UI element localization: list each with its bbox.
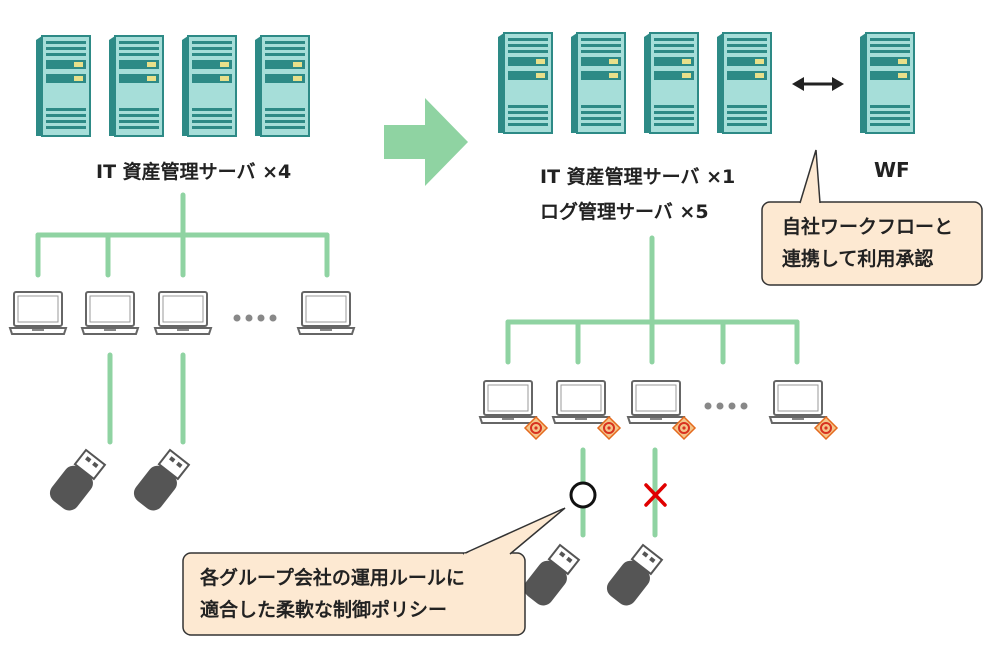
server-icon: [35, 35, 91, 137]
callout-policy-line2: 適合した柔軟な制御ポリシー: [200, 599, 448, 621]
blocked-mark-icon: [644, 483, 667, 507]
callout-policy: [182, 507, 566, 636]
laptop-icon: [154, 291, 212, 335]
transition-arrow: [384, 98, 468, 186]
double-arrow-icon: [792, 77, 844, 91]
laptop-icon: [552, 380, 610, 424]
callout-policy-line1: 各グループ会社の運用ルールに: [200, 567, 465, 589]
callout-workflow-line1: 自社ワークフローと: [782, 216, 954, 238]
ellipsis-dots: [704, 402, 748, 410]
after-server-label-2: ログ管理サーバ ×5: [540, 201, 709, 223]
usb-stick-icon: [518, 541, 584, 611]
server-icon: [643, 32, 699, 134]
ellipsis-dots: [233, 314, 277, 322]
laptop-icon: [9, 291, 67, 335]
callout-workflow: [761, 149, 983, 286]
usb-stick-icon: [128, 446, 194, 516]
server-icon: [570, 32, 626, 134]
usb-stick-icon: [44, 446, 110, 516]
wf-label: WF: [874, 158, 910, 182]
network-lines-after: [505, 235, 800, 538]
laptop-icon: [297, 291, 355, 335]
laptop-icon: [81, 291, 139, 335]
wf-server-icon: [859, 32, 915, 134]
server-icon: [108, 35, 164, 137]
usb-stick-icon: [601, 541, 667, 611]
before-server-label: IT 資産管理サーバ ×4: [96, 161, 292, 183]
server-icon: [181, 35, 237, 137]
laptop-icon: [769, 380, 827, 424]
allowed-mark-icon: [569, 481, 597, 509]
network-lines-before: [35, 192, 330, 445]
laptop-icon: [479, 380, 537, 424]
laptop-icon: [627, 380, 685, 424]
after-server-label-1: IT 資産管理サーバ ×1: [540, 166, 736, 188]
callout-workflow-line2: 連携して利用承認: [782, 248, 934, 270]
server-icon: [716, 32, 772, 134]
server-icon: [497, 32, 553, 134]
server-icon: [254, 35, 310, 137]
